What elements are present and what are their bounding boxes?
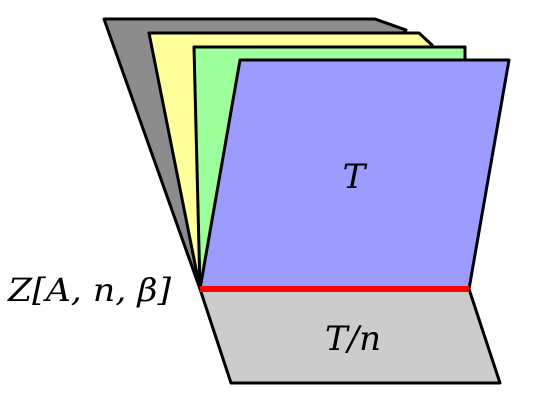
bottom-sheet-label: T/n	[325, 319, 381, 359]
top-sheet-label: T	[343, 157, 368, 197]
junction-label: Z[A, n, β]	[7, 271, 172, 309]
